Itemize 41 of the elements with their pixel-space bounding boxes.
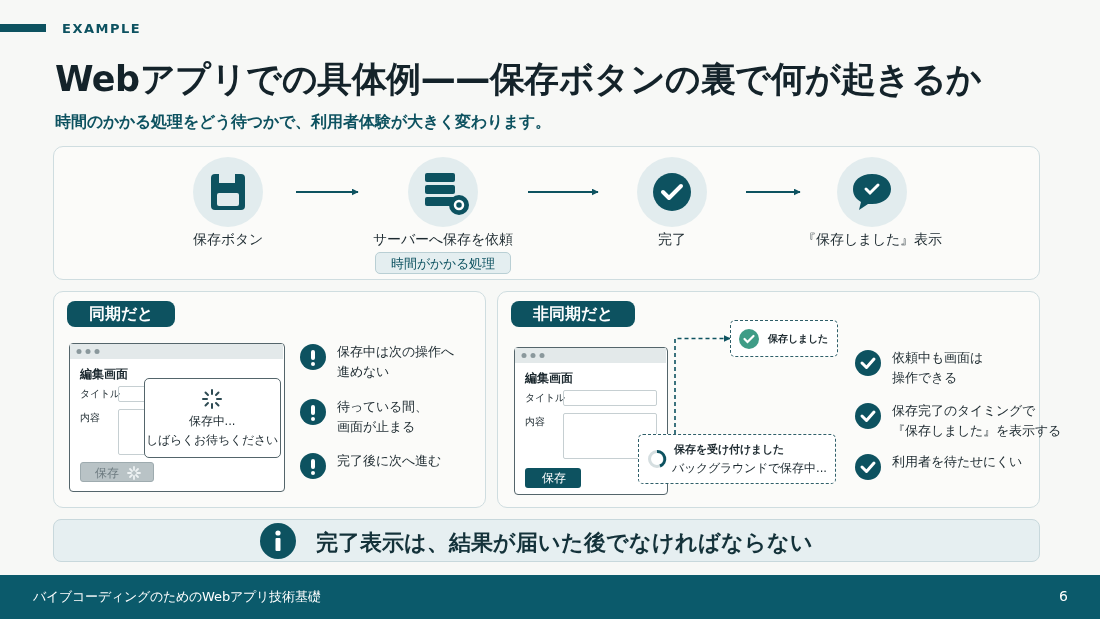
bullet-text: 待っている間、画面が止まる [337, 398, 429, 436]
save-button: 保存 [80, 462, 154, 482]
status-text: 保存中... [187, 414, 237, 429]
toast-title: 保存しました [768, 332, 828, 346]
bullet-text: 利用者を待たせにくい [892, 453, 1023, 471]
banner-text: 完了表示は、結果が届いた後でなければならない [316, 529, 813, 557]
heading-tab: 非同期だと [511, 301, 635, 327]
step-label: 完了 [657, 231, 687, 249]
subtitle: 時間のかかる処理をどう待つかで、利用者体験が大きく変わります。 [55, 112, 551, 133]
section-label: EXAMPLE [62, 21, 142, 36]
message-banner [53, 519, 1040, 562]
toast-title: 保存を受け付けました [674, 442, 784, 457]
bullet-text: 完了後に次へ進む [337, 452, 442, 470]
title: Webアプリでの具体例——保存ボタンの裏で何が起きるか [55, 58, 982, 101]
step-label: 保存ボタン [192, 231, 264, 249]
window-heading: 編集画面 [525, 370, 573, 387]
window-heading: 編集画面 [80, 366, 128, 383]
footer-text: バイブコーディングのためのWebアプリ技術基礎 [33, 588, 322, 606]
arrow [746, 188, 801, 196]
step-label: 『保存しました』表示 [801, 231, 943, 249]
field-label: 内容 [80, 412, 100, 425]
step-label: サーバーへ保存を依頼 [372, 231, 514, 249]
status-note: しばらくお待ちください [145, 433, 279, 448]
app-window-mockup [69, 343, 285, 492]
save-button: 保存 [525, 468, 581, 488]
loading-dialog [144, 378, 281, 458]
toast-notification [638, 434, 836, 484]
app-window-mockup [514, 347, 668, 495]
bullet-text: 依頼中も画面は操作できる [892, 349, 984, 387]
panel [53, 291, 486, 508]
field-label: 内容 [525, 416, 545, 429]
heading-tab: 同期だと [67, 301, 175, 327]
bullet-text: 保存完了のタイミングで『保存しました』を表示する [892, 402, 1062, 440]
arrow [528, 188, 599, 196]
bullet-text: 保存中は次の操作へ進めない [337, 343, 455, 381]
arrow [674, 335, 731, 435]
toast-notification [730, 320, 838, 357]
arrow [296, 188, 359, 196]
note-tag: 時間がかかる処理 [375, 252, 511, 274]
toast-note: バックグラウンドで保存中... [672, 461, 827, 476]
page-number: 6 [1059, 588, 1068, 604]
